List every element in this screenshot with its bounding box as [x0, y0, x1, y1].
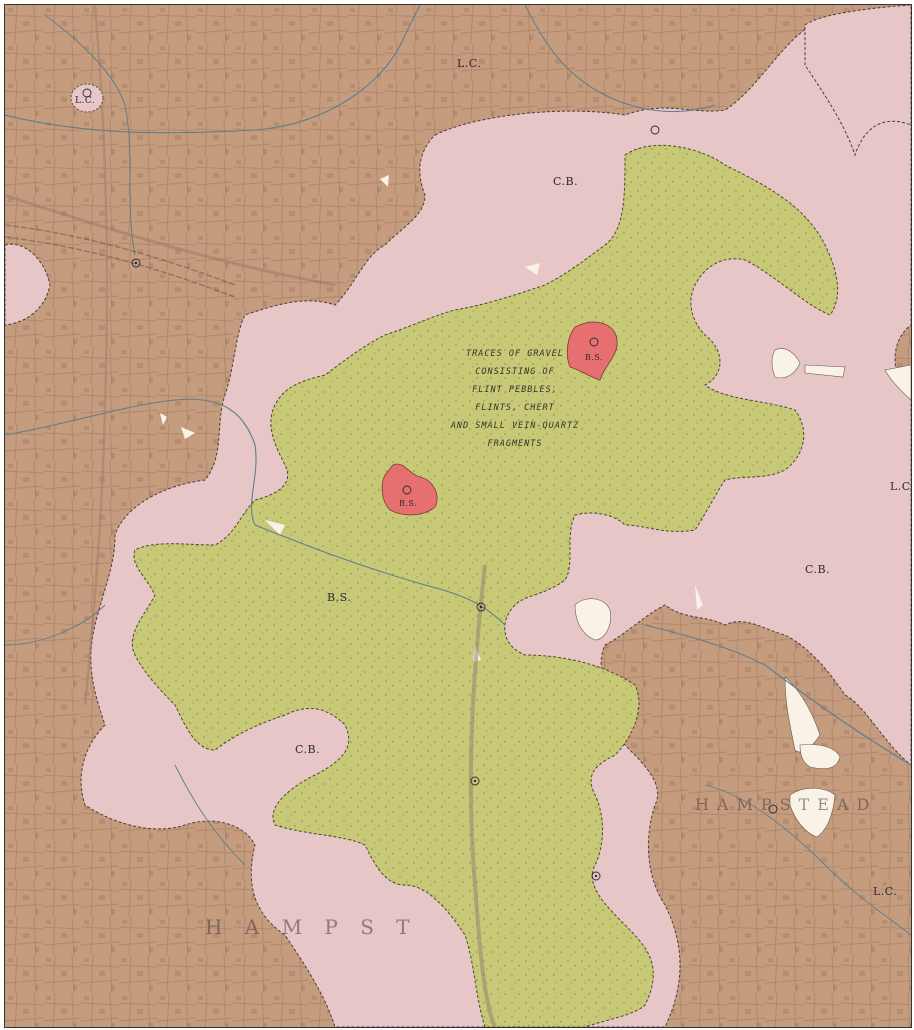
main-road — [468, 564, 497, 1027]
map-canvas — [5, 5, 911, 1027]
geological-map[interactable]: L.C. L.C. C.B. L.C. C.B. C.B. L.C. B.S. … — [4, 4, 912, 1028]
place-name-hampstead: HAMPSTEAD — [695, 795, 878, 814]
made-ground-5 — [771, 348, 801, 379]
stream-8 — [704, 784, 911, 936]
made-ground-4 — [789, 787, 836, 838]
stream-2 — [5, 398, 257, 526]
unit-label-bagshot-sand: B.S. — [585, 353, 604, 362]
unit-label-london-clay: L.C. — [457, 57, 482, 70]
made-ground-1 — [574, 598, 611, 641]
gravel-annotation: TRACES OF GRAVEL CONSISTING OF FLINT PEB… — [425, 345, 605, 453]
lc-outlier — [70, 83, 104, 113]
stream-5 — [644, 624, 911, 766]
unit-label-bagshot-sand: B.S. — [327, 591, 352, 604]
unit-label-claygate-beds: C.B. — [805, 563, 831, 576]
gravel-note-line: FRAGMENTS — [487, 439, 543, 449]
place-name-hampstead-bottom: H A M P S T — [205, 915, 418, 939]
stream-6 — [524, 5, 716, 112]
stream-7 — [5, 604, 106, 646]
stream-9 — [174, 764, 246, 866]
unit-label-london-clay: L.C. — [873, 885, 898, 898]
made-ground-3 — [799, 744, 841, 769]
unit-label-bagshot-sand: B.S. — [399, 499, 418, 508]
unit-label-claygate-beds: C.B. — [553, 175, 579, 188]
stream-1 — [5, 5, 421, 134]
gravel-patch-west — [381, 463, 438, 516]
gravel-note-line: AND SMALL VEIN-QUARTZ — [450, 421, 580, 431]
unit-label-london-clay: L.C. — [890, 480, 912, 493]
unit-label-claygate-beds: C.B. — [295, 743, 321, 756]
unit-label-london-clay-outlier: L.C. — [75, 96, 96, 106]
gravel-note-line: FLINTS, CHERT — [475, 403, 555, 413]
stream-4 — [44, 14, 136, 256]
gravel-note-line: FLINT PEBBLES, — [472, 385, 558, 395]
gravel-note-line: CONSISTING OF — [475, 367, 555, 377]
gravel-note-line: TRACES OF GRAVEL — [466, 349, 564, 359]
gravel-patch-north — [566, 321, 618, 381]
